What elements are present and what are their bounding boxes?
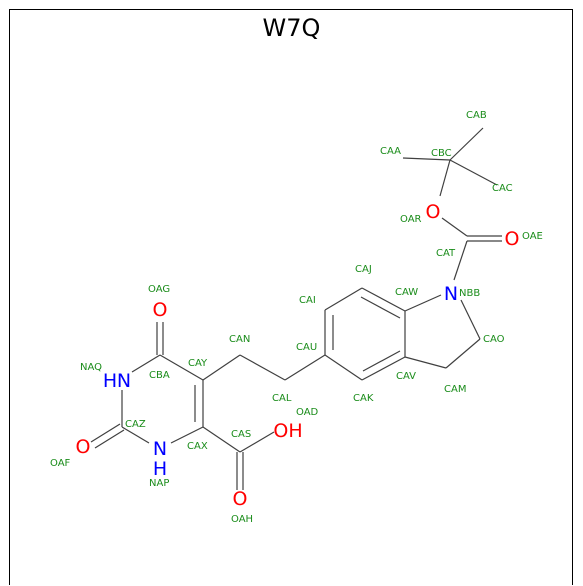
atom-label-cac: CAC bbox=[492, 183, 513, 194]
hydrogen-atom-naq: H bbox=[103, 370, 117, 392]
atom-label-caa: CAA bbox=[380, 146, 401, 157]
bond-nap-cax bbox=[170, 426, 204, 444]
nitrogen-atom-nap: N bbox=[153, 438, 167, 460]
atom-label-cam: CAM bbox=[444, 384, 466, 395]
diagram-title: W7Q bbox=[262, 14, 321, 42]
bond-cay-cba bbox=[159, 354, 204, 381]
linker-bonds bbox=[202, 354, 326, 381]
indoline-bonds bbox=[324, 287, 481, 381]
bond-cbc-cab bbox=[449, 127, 484, 161]
atom-label-caj: CAJ bbox=[355, 264, 372, 275]
bond-cau-cal bbox=[284, 354, 326, 381]
pyrimidine-bonds bbox=[90, 322, 275, 490]
bond-oar-cat bbox=[441, 217, 468, 237]
atom-label-cal: CAL bbox=[272, 393, 292, 404]
bond-caw-nbb bbox=[404, 294, 442, 312]
atom-labels: CAB CAA CBC CAC OAR CAT OAE CAJ CAW NBB … bbox=[50, 110, 543, 525]
bond-cax-cas bbox=[202, 426, 241, 453]
atom-label-cao: CAO bbox=[483, 334, 505, 345]
oxygen-atom-oag: O bbox=[153, 299, 168, 321]
atom-label-cav: CAV bbox=[396, 371, 416, 382]
atom-label-oag: OAG bbox=[148, 284, 170, 295]
atom-label-cas: CAS bbox=[231, 429, 251, 440]
bond-cak-cav bbox=[361, 356, 406, 381]
bond-cbc-cac bbox=[449, 159, 498, 186]
atom-label-cai: CAI bbox=[299, 295, 316, 306]
bond-can-cay bbox=[202, 354, 241, 381]
atom-label-cau: CAU bbox=[296, 342, 317, 353]
atom-label-caz: CAZ bbox=[125, 419, 146, 430]
oxygen-atom-oar: O bbox=[426, 201, 441, 223]
atom-label-cax: CAX bbox=[187, 441, 208, 452]
atom-label-caw: CAW bbox=[395, 287, 418, 298]
atom-label-oaf: OAF bbox=[50, 458, 71, 469]
bond-cao-cam bbox=[445, 338, 481, 369]
atom-label-cab: CAB bbox=[466, 110, 487, 121]
bond-cas-oad bbox=[239, 431, 275, 453]
atom-label-cat: CAT bbox=[436, 248, 456, 259]
atom-label-cak: CAK bbox=[353, 393, 374, 404]
bond-cak-cav-inner bbox=[362, 350, 401, 372]
oxygen-atom-oae: O bbox=[505, 228, 520, 250]
nitrogen-atom-naq: N bbox=[117, 370, 131, 392]
diagram-frame bbox=[9, 9, 573, 585]
oxygen-atom-oah: O bbox=[233, 488, 248, 510]
atom-label-cay: CAY bbox=[188, 358, 208, 369]
bond-caz-oaf-2 bbox=[94, 429, 125, 449]
atom-label-oah: OAH bbox=[231, 514, 253, 525]
bond-caw-caj-inner bbox=[360, 296, 401, 319]
atom-label-cba: CBA bbox=[149, 370, 170, 381]
bond-cbc-oar bbox=[439, 159, 451, 197]
bond-cau-cak bbox=[324, 354, 363, 381]
bond-caz-nap bbox=[121, 426, 150, 444]
atom-label-nbb: NBB bbox=[459, 288, 480, 299]
nitrogen-atom-nbb: N bbox=[444, 283, 458, 305]
atom-label-can: CAN bbox=[229, 334, 250, 345]
bond-caj-cai bbox=[324, 287, 363, 311]
atom-label-cbc: CBC bbox=[431, 148, 452, 159]
boc-bonds bbox=[402, 127, 502, 281]
bond-cal-can bbox=[239, 354, 286, 381]
bond-cba-naq bbox=[131, 354, 161, 373]
bond-cbc-caa bbox=[402, 157, 451, 161]
bond-nbb-cao bbox=[460, 299, 481, 340]
atom-label-oad: OAD bbox=[296, 407, 319, 418]
hydrogen-atom-nap: H bbox=[153, 458, 167, 480]
oxygen-atom-oaf: O bbox=[76, 436, 91, 458]
atom-label-oar: OAR bbox=[400, 214, 422, 225]
hydroxyl-group-oad: OH bbox=[273, 420, 302, 442]
atom-label-oae: OAE bbox=[522, 231, 543, 242]
atom-label-naq: NAQ bbox=[80, 362, 102, 373]
bond-caw-caj bbox=[361, 287, 406, 312]
bond-cat-nbb bbox=[453, 240, 468, 281]
atom-label-nap: NAP bbox=[149, 478, 169, 489]
bond-caz-oaf-1 bbox=[90, 423, 121, 443]
bond-cam-cav bbox=[404, 356, 447, 369]
